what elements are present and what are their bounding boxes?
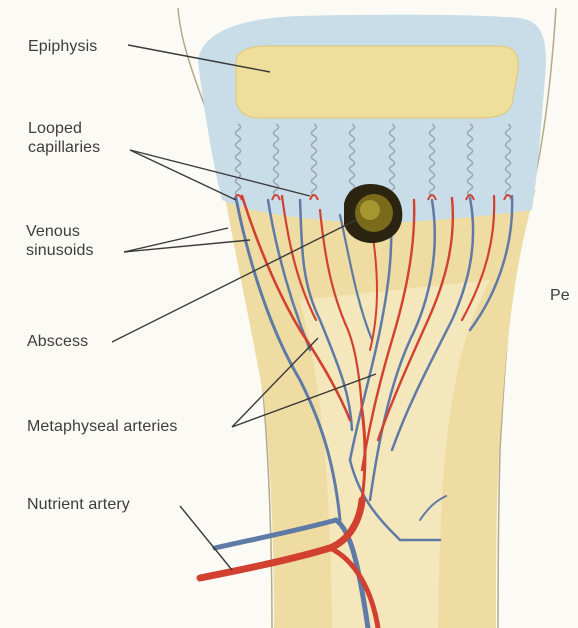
capillary-coil	[310, 123, 318, 197]
leader-epiphysis	[127, 44, 271, 73]
leader-lines	[111, 44, 377, 571]
label-nutrient-artery: Nutrient artery	[27, 496, 130, 513]
leader-looped-2	[129, 149, 311, 197]
capillary-coil	[388, 123, 396, 197]
label-epiphysis: Epiphysis	[28, 38, 98, 55]
capillary-loop	[465, 194, 475, 201]
label-venous-sinusoids: Venous sinusoids	[26, 222, 94, 260]
label-looped-line-2: capillaries	[28, 139, 101, 156]
capillary-loop	[427, 194, 437, 201]
capillary-coil	[272, 123, 280, 197]
epiphysis-core	[235, 45, 519, 119]
label-abscess: Abscess	[27, 333, 89, 350]
label-looped-capillaries: Looped capillaries	[28, 119, 100, 157]
capillary-coil	[428, 123, 436, 197]
capillary-coil	[234, 123, 242, 197]
leader-venous-1	[123, 227, 229, 253]
label-metaphyseal-arteries: Metaphyseal arteries	[27, 418, 178, 435]
capillary-loop	[309, 194, 319, 201]
leader-looped-1	[129, 149, 237, 201]
capillary-coil	[466, 123, 474, 197]
leader-metaphyseal-1	[231, 337, 319, 428]
capillary-coil	[504, 123, 512, 197]
label-venous-line-1: Venous	[26, 223, 80, 240]
leader-venous-2	[123, 239, 251, 253]
label-looped-line-1: Looped	[28, 120, 82, 137]
label-venous-line-2: sinusoids	[26, 242, 94, 259]
abscess-lesion	[344, 184, 403, 244]
capillary-coil	[348, 123, 356, 197]
capillary-loop	[271, 194, 281, 201]
label-cropped-edge: Pe	[550, 287, 570, 304]
leader-abscess	[111, 219, 357, 343]
leader-metaphyseal-2	[231, 373, 377, 428]
leader-nutrient	[179, 505, 233, 571]
